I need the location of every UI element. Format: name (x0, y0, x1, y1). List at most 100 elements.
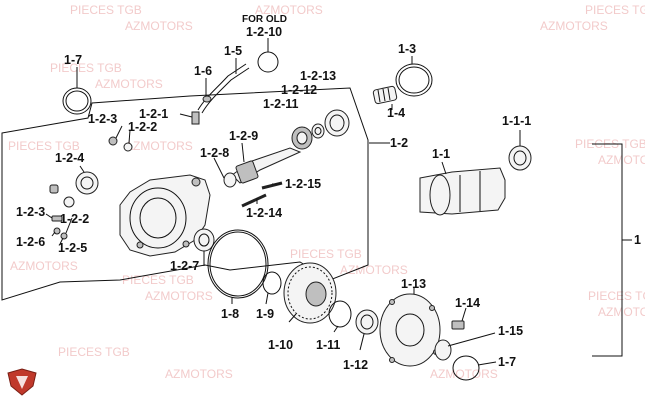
o-ring-1-8 (207, 229, 269, 299)
label-1-8: 1-8 (221, 307, 239, 321)
label-1-9: 1-9 (256, 307, 274, 321)
case-bolt (182, 240, 190, 248)
bolt-1-2-3-top (108, 136, 118, 146)
washer-1-2-2-top (123, 142, 133, 152)
ring-gear-teeth (287, 266, 333, 320)
o-ring-1-7-bottom (452, 355, 480, 381)
label-1-3: 1-3 (398, 42, 416, 56)
watermark-company: AZMOTORS (95, 77, 163, 91)
washer-1-2-12-inner (314, 127, 322, 135)
o-ring-1-2-10 (257, 51, 279, 73)
label-1-2: 1-2 (390, 136, 408, 150)
label-1-12: 1-12 (343, 358, 368, 372)
bearing-1-1-1-inner (513, 150, 527, 166)
o-ring-1-3-inner (398, 66, 430, 94)
label-1-2-6: 1-2-6 (16, 235, 45, 249)
label-1-7: 1-7 (64, 53, 82, 67)
bearing-1-12 (355, 309, 379, 335)
label-1-2-2-bottom: 1-2-2 (60, 212, 89, 226)
label-1-2-13: 1-2-13 (300, 69, 336, 83)
cover-bolt-hole (389, 357, 395, 363)
bearing-1-2-7 (193, 228, 215, 252)
breather-hose-1-5 (197, 63, 250, 114)
watermark-company: AZMOTORS (430, 367, 498, 381)
oil-seal-1-2-4-inner (80, 176, 94, 190)
bolt-1-14 (451, 320, 465, 330)
note-for-old: FOR OLD (242, 14, 287, 25)
bearing-1-1-1 (508, 145, 532, 171)
label-1-2-2: 1-2-2 (128, 120, 157, 134)
differential-cover-1-13 (379, 293, 441, 367)
watermark-company: AZMOTORS (125, 19, 193, 33)
o-ring-1-7-top-inner (65, 90, 89, 112)
label-1-2-8: 1-2-8 (200, 146, 229, 160)
case-bolt (136, 241, 144, 249)
watermark-company: AZMOTORS (165, 367, 233, 381)
bearing-1-2-11-inner (296, 131, 308, 145)
bearing-1-2-13-inner (329, 114, 345, 132)
watermark-brand: PIECES TGB (50, 61, 122, 75)
bracket-1 (592, 143, 623, 357)
breather-fitting-1-2-1 (191, 111, 200, 125)
label-1-2-12: 1-2-12 (281, 83, 317, 97)
differential-cover-boss (395, 313, 425, 347)
label-1-4: 1-4 (387, 106, 405, 120)
gear-case-1-2 (119, 174, 211, 257)
washer-1-2-12 (311, 123, 325, 139)
watermark-company: AZMOTORS (255, 3, 323, 17)
watermark-company: AZMOTORS (145, 289, 213, 303)
oil-seal-1-2-4 (75, 171, 99, 195)
label-1-11: 1-11 (316, 338, 340, 352)
needle-bearing-line (377, 89, 381, 103)
label-1-2-4: 1-2-4 (55, 151, 84, 165)
leader-lines (45, 38, 521, 366)
bearing-1-2-13 (324, 109, 350, 137)
washer-1-2-5 (60, 232, 68, 240)
note-part-ref: 1-2-10 (246, 25, 282, 39)
watermark-brand: PIECES TGB (290, 247, 362, 261)
watermark-layer: PIECES TGB AZMOTORS AZMOTORS PIECES TGB … (8, 3, 645, 381)
bolt-1-2-6 (53, 227, 61, 235)
watermark-company: AZMOTORS (125, 139, 193, 153)
label-1-13: 1-13 (401, 277, 426, 291)
o-ring-1-7-top (62, 87, 92, 115)
bolt-1-2-3-bottom (51, 215, 63, 222)
label-1-2-3-bottom: 1-2-3 (16, 205, 45, 219)
label-1-2-11: 1-2-11 (263, 97, 298, 111)
label-1-10: 1-10 (268, 338, 293, 352)
cover-bolt-hole (389, 299, 395, 305)
watermark-brand: PIECES TGB (70, 3, 142, 17)
gear-case-opening-inner (139, 197, 177, 239)
washer-left (63, 196, 75, 208)
bearing-1-2-7-inner (198, 233, 210, 247)
seal-1-15 (434, 339, 452, 361)
label-1-2-9: 1-2-9 (229, 129, 258, 143)
label-1-2-1: 1-2-1 (139, 107, 168, 121)
needle-bearing-line (382, 88, 386, 102)
label-1-14: 1-14 (455, 296, 480, 310)
label-1-7-bottom: 1-7 (498, 355, 516, 369)
label-1-2-3: 1-2-3 (88, 112, 117, 126)
watermark-company: AZMOTORS (10, 259, 78, 273)
cover-bolt-hole (429, 305, 435, 311)
pinion-gear-1-2-9 (235, 160, 259, 184)
tgb-shield-logo-icon (7, 368, 37, 396)
label-1-5: 1-5 (224, 44, 242, 58)
case-plug (191, 177, 201, 187)
watermark-company: AZMOTORS (540, 19, 608, 33)
watermark-brand: PIECES TGB (588, 289, 645, 303)
needle-bearing-1-4 (372, 85, 398, 105)
label-1-2-5: 1-2-5 (58, 241, 87, 255)
label-1-15: 1-15 (498, 324, 523, 338)
axle-housing-flange (429, 174, 451, 216)
bearing-1-12-inner (360, 314, 374, 330)
watermark-brand: PIECES TGB (58, 345, 130, 359)
label-1-2-7: 1-2-7 (170, 259, 199, 273)
shim-1-11 (328, 300, 352, 328)
hose-clamp-1-6 (202, 95, 212, 103)
watermark-brand: PIECES TGB (585, 3, 645, 17)
watermark-brand: PIECES TGB (8, 139, 80, 153)
needle-bearing-line (387, 87, 391, 101)
